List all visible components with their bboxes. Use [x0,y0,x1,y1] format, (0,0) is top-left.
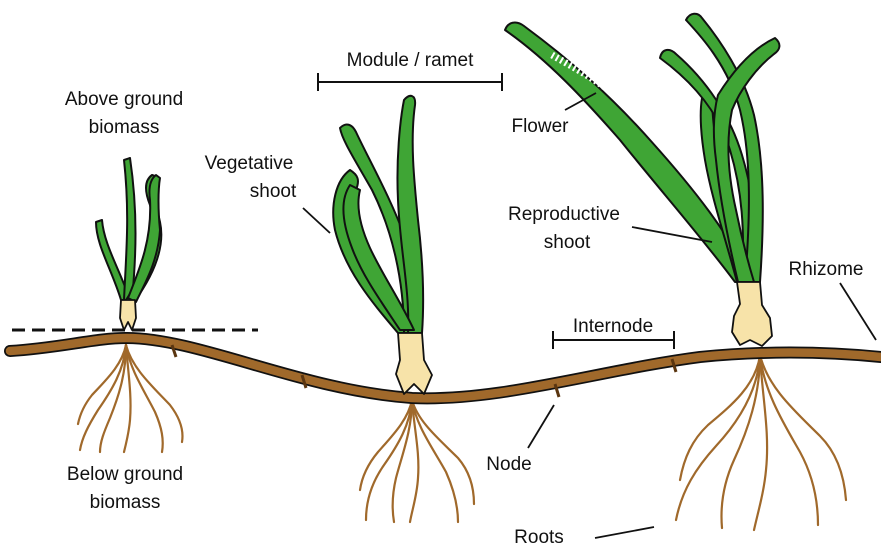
vegetative-shoot [333,96,432,394]
reproductive-shoot-label-line1: Reproductive [508,204,620,225]
reproductive-shoot-label-line2: shoot [544,232,591,253]
above-ground-biomass-label-line2: biomass [89,117,160,138]
module-ramet-label: Module / ramet [347,50,474,71]
flower-label: Flower [511,116,569,137]
rhizome-leader [840,283,876,340]
below-ground-biomass-label-line1: Below ground [67,464,183,485]
below-ground-biomass-label-line2: biomass [90,492,161,513]
reproductive-shoot [505,14,779,346]
node-leader [528,405,554,448]
rhizome-label: Rhizome [789,259,864,280]
small-shoot [96,158,161,330]
roots-plant-1 [78,345,183,452]
node-label: Node [486,454,531,475]
vegetative-shoot-leader [303,208,330,233]
module-ramet-bracket [318,73,502,91]
above-ground-biomass-label-line1: Above ground [65,89,183,110]
vegetative-shoot-label-line1: Vegetative [205,153,294,174]
vegetative-shoot-label-line2: shoot [250,181,297,202]
rhizome [10,338,881,398]
roots-plant-2 [360,400,474,522]
roots-plant-3 [676,355,846,530]
roots-leader [595,527,654,538]
internode-label: Internode [573,316,653,337]
roots-label: Roots [514,527,564,547]
